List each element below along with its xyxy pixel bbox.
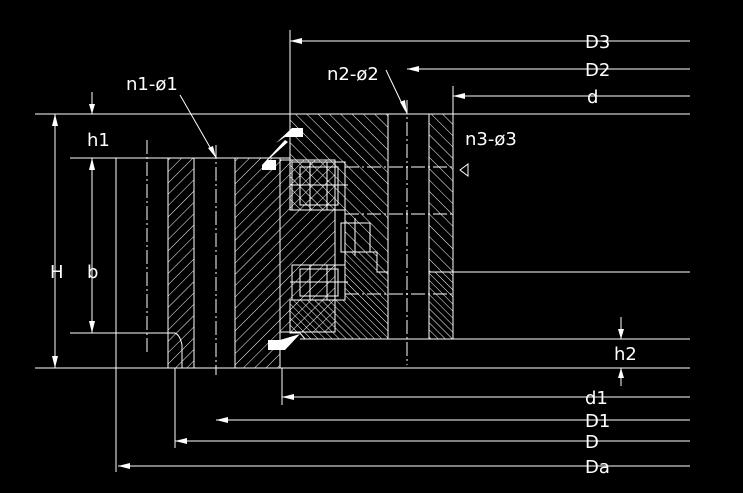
label-H: H (50, 262, 64, 283)
seals (262, 128, 303, 350)
outer-ring-section (289, 100, 454, 365)
label-D3: D3 (585, 32, 610, 53)
label-h1: h1 (87, 130, 110, 151)
label-D2: D2 (585, 60, 610, 81)
label-D1: D1 (585, 411, 610, 432)
dimension-lines (52, 30, 690, 472)
rollers (290, 161, 371, 301)
label-d1: d1 (585, 388, 608, 409)
label-n3: n3-ø3 (465, 129, 517, 150)
label-n2: n2-ø2 (327, 64, 379, 85)
label-Da: Da (585, 457, 610, 478)
dimension-labels: n1-ø1 n2-ø2 n3-ø3 h1 H b h2 D3 D2 d d1 D… (50, 32, 637, 478)
label-D: D (585, 432, 599, 453)
label-d: d (587, 87, 598, 108)
label-h2: h2 (614, 344, 637, 365)
label-b: b (87, 262, 98, 283)
label-n1: n1-ø1 (126, 74, 178, 95)
